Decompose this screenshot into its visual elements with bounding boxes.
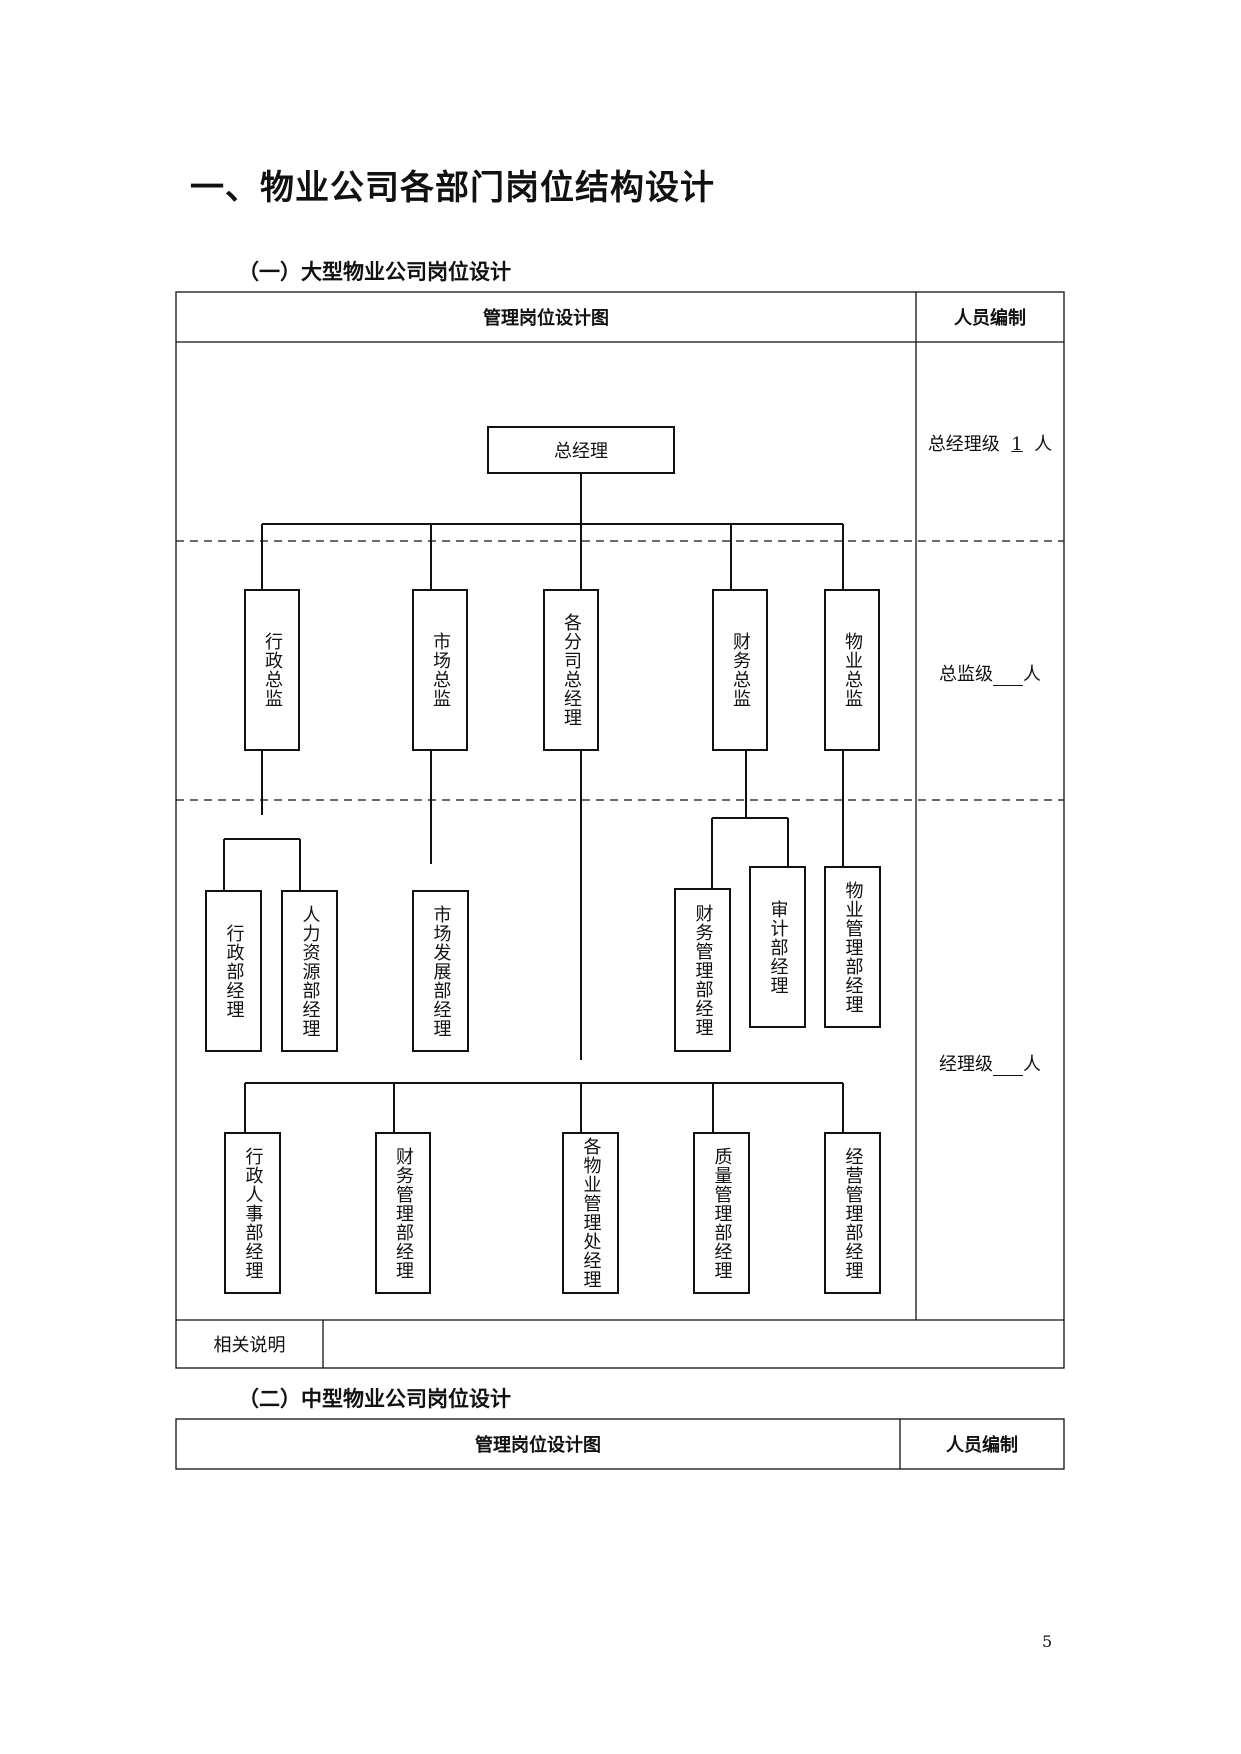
node-finance-director: 财务总监 xyxy=(712,589,768,751)
node-property-office-manager: 各物业管理处经理 xyxy=(562,1132,619,1294)
node-property-director: 物业总监 xyxy=(824,589,880,751)
node-finance-mgmt-manager: 财务管理部经理 xyxy=(674,888,731,1052)
node-audit-manager: 审计部经理 xyxy=(749,866,806,1028)
section1-title: （一）大型物业公司岗位设计 xyxy=(238,260,511,284)
section2-col-header-chart: 管理岗位设计图 xyxy=(475,1435,601,1456)
page-number: 5 xyxy=(1042,1632,1053,1651)
node-hr-manager: 人力资源部经理 xyxy=(281,890,338,1052)
node-admin-director: 行政总监 xyxy=(244,589,300,751)
node-admin-manager: 行政部经理 xyxy=(205,890,262,1052)
level-gm: 总经理级 1 人 xyxy=(927,434,1053,455)
section2-col-header-staff: 人员编制 xyxy=(946,1435,1018,1456)
section2-title: （二）中型物业公司岗位设计 xyxy=(238,1387,511,1411)
col-header-chart: 管理岗位设计图 xyxy=(483,308,609,329)
notes-label: 相关说明 xyxy=(213,1335,286,1356)
col-header-staff: 人员编制 xyxy=(954,308,1026,329)
node-branch-gm: 各分司总经理 xyxy=(543,589,599,751)
level-director: 总监级人 xyxy=(939,664,1041,686)
node-quality-manager: 质量管理部经理 xyxy=(693,1132,750,1294)
node-property-mgmt-manager: 物业管理部经理 xyxy=(824,866,881,1028)
level-manager: 经理级人 xyxy=(939,1054,1041,1076)
node-market-director: 市场总监 xyxy=(412,589,468,751)
page-heading: 一、物业公司各部门岗位结构设计 xyxy=(190,168,715,208)
node-branch-admin-hr-manager: 行政人事部经理 xyxy=(224,1132,281,1294)
node-general-manager: 总经理 xyxy=(487,426,675,474)
node-branch-finance-manager: 财务管理部经理 xyxy=(375,1132,431,1294)
node-business-manager: 经营管理部经理 xyxy=(824,1132,881,1294)
node-market-dev-manager: 市场发展部经理 xyxy=(412,890,469,1052)
